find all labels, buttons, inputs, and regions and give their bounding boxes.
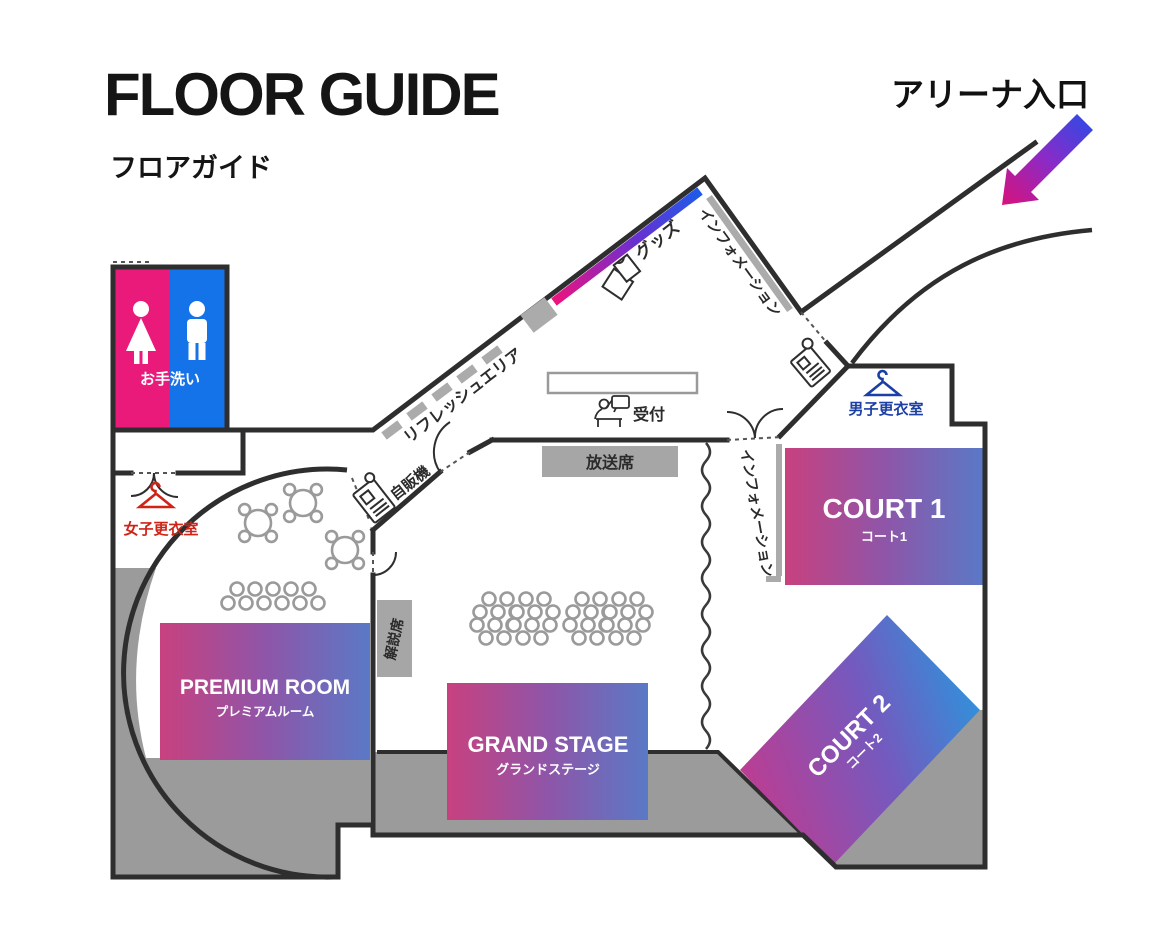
reception-icon xyxy=(594,395,630,427)
premium-room-subtitle: プレミアムルーム xyxy=(216,704,315,719)
information-court-label: インフォメーション xyxy=(737,448,775,579)
goods-icon xyxy=(601,253,642,302)
court-1-title: COURT 1 xyxy=(823,493,946,524)
grand-stage-title: GRAND STAGE xyxy=(468,732,629,757)
curtain-divider xyxy=(700,442,712,750)
premium-room-area[interactable] xyxy=(160,623,370,760)
reception-label: 受付 xyxy=(633,405,665,424)
door-openings xyxy=(113,261,828,575)
womens-changing-room-label: 女子更衣室 xyxy=(123,520,198,538)
court-2-area[interactable] xyxy=(740,615,980,865)
page-title: FLOOR GUIDE xyxy=(104,61,501,128)
court-1-subtitle: コート1 xyxy=(861,529,907,544)
information-counter-entrance xyxy=(706,194,793,313)
vending-machine-icon xyxy=(352,472,396,524)
information-counter-court xyxy=(766,444,782,582)
premium-chair-rows xyxy=(222,583,325,610)
entrance-curve-wall xyxy=(850,227,1093,365)
page-subtitle: フロアガイド xyxy=(110,153,272,183)
female-icon xyxy=(126,301,156,364)
arena-entrance-label: アリーナ入口 xyxy=(891,76,1089,113)
male-icon xyxy=(187,301,207,360)
grand-stage-subtitle: グランドステージ xyxy=(496,762,600,777)
ticket-machine-icon xyxy=(790,337,831,388)
broadcast-seat-label: 放送席 xyxy=(585,453,634,472)
commentary-seat-box xyxy=(377,600,412,677)
refresh-benches xyxy=(381,297,558,440)
restroom-label: お手洗い xyxy=(140,370,200,388)
premium-room-arc-wall xyxy=(121,466,348,880)
grand-stage-area[interactable] xyxy=(447,683,648,820)
hanger-icon-women xyxy=(135,481,177,509)
premium-room-title: PREMIUM ROOM xyxy=(180,676,350,699)
entrance-arrow-icon xyxy=(1002,114,1093,205)
mens-changing-room-label: 男子更衣室 xyxy=(848,400,923,418)
court-1-area[interactable] xyxy=(785,448,983,585)
hanger-icon-men xyxy=(862,369,904,397)
goods-counter xyxy=(551,187,703,306)
premium-round-tables xyxy=(237,482,366,571)
stage-audience-chairs xyxy=(471,593,653,645)
door-swing-arcs xyxy=(130,408,784,576)
broadcast-seat-box xyxy=(542,446,678,477)
reception-counter xyxy=(546,371,699,395)
restroom-block[interactable] xyxy=(110,264,230,433)
